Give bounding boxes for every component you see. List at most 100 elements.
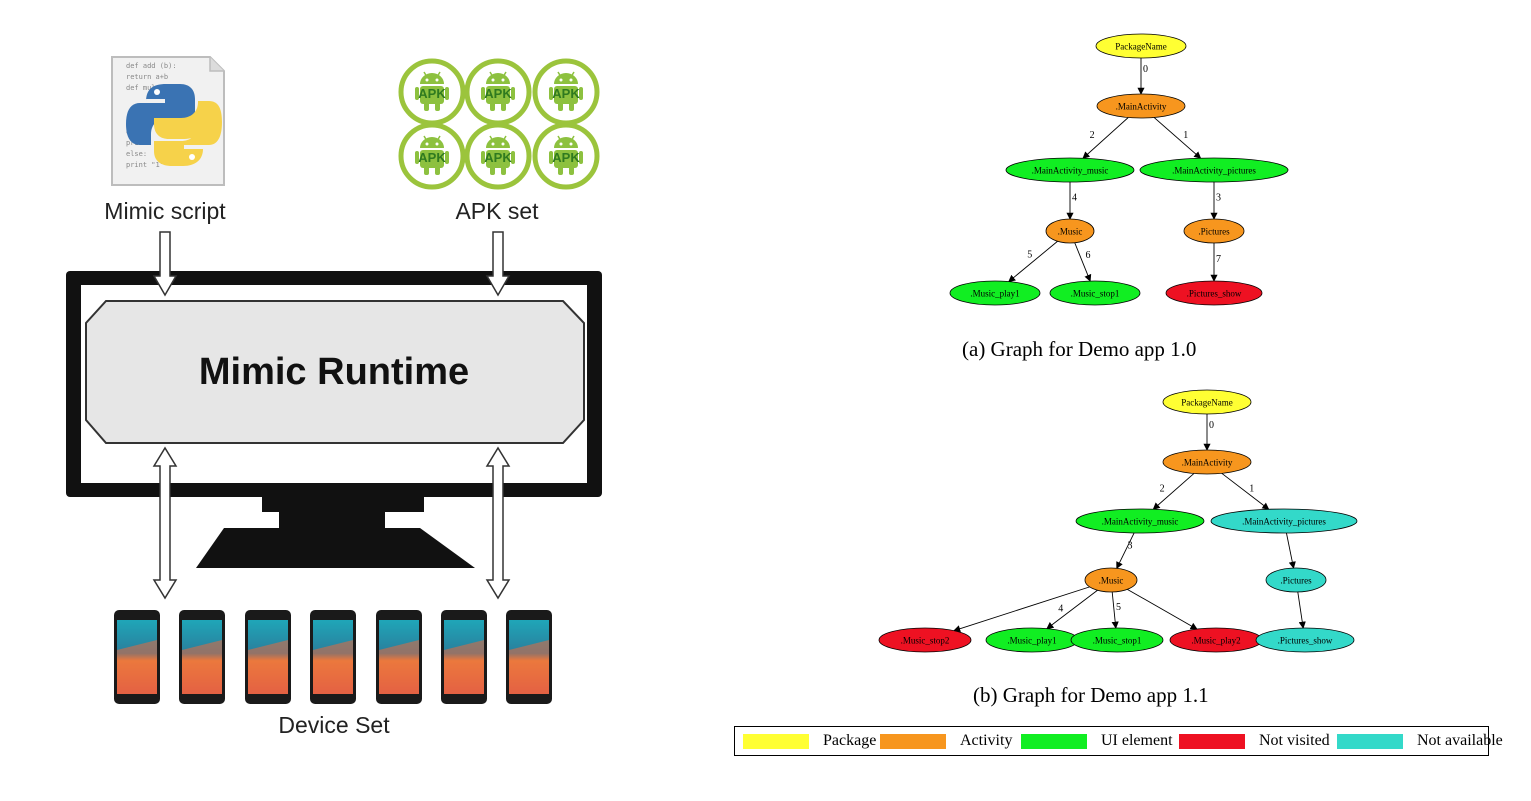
legend-label-not-available: Not available: [1417, 732, 1503, 749]
graph-node-label: .Music_stop2: [901, 636, 950, 646]
mimic-runtime-box: [85, 300, 585, 444]
phone-icon: [245, 610, 291, 704]
graph-node-label: .Music_stop1: [1071, 289, 1120, 299]
phone-icon: [506, 610, 552, 704]
apk-icon: APK: [532, 122, 600, 190]
graph-node-pkg: [1162, 389, 1252, 415]
script-code-line: return a+b: [126, 73, 168, 81]
legend-item-not-available: Not available: [1337, 732, 1503, 750]
script-code-line: def add (b):: [126, 62, 177, 70]
legend-swatch-ui-element: [1021, 733, 1087, 749]
apk-badge-label: APK: [552, 86, 580, 101]
graph-node-stop1: [1049, 280, 1141, 306]
graph-node-stop1: [1070, 627, 1164, 653]
legend-label-activity: Activity: [960, 732, 1013, 749]
legend-item-activity: Activity: [880, 732, 1012, 750]
graph-edge: [1297, 591, 1306, 629]
graph-edge-label: 4: [1058, 603, 1063, 614]
phone-icon: [114, 610, 160, 704]
legend-swatch-not-available: [1337, 733, 1403, 749]
graph-node-label: .MainActivity: [1182, 458, 1233, 468]
device-set-icons: [114, 610, 552, 704]
graph-node-label: .MainActivity_pictures: [1172, 166, 1256, 176]
caption-graph-b: (b) Graph for Demo app 1.1: [973, 683, 1209, 707]
graph-node-show: [1255, 627, 1355, 653]
graph-node-pics-el: [1139, 157, 1289, 183]
graph-edge: [1008, 240, 1058, 283]
graph-node-label: .MainActivity_music: [1032, 166, 1109, 176]
apk-badge-label: APK: [484, 150, 512, 165]
graph-node-main: [1162, 449, 1252, 475]
graph-node-label: .Pictures: [1280, 576, 1312, 586]
graph-node-show: [1165, 280, 1263, 306]
graph-edge: [1127, 588, 1198, 630]
graph-node-label: .Pictures: [1198, 227, 1230, 237]
graph-edge-label: 1: [1183, 130, 1188, 141]
graph-edge: [1153, 117, 1202, 159]
legend-swatch-activity: [880, 733, 946, 749]
graph-legend: Package Activity UI element Not visited …: [734, 726, 1503, 756]
graph-edge: [1046, 589, 1098, 630]
phone-icon: [376, 610, 422, 704]
graph-node-label: .Music_play2: [1191, 636, 1240, 646]
graph-node-label: .Pictures_show: [1278, 636, 1333, 646]
graph-edge-label: 0: [1209, 420, 1214, 431]
graph-node-label: PackageName: [1181, 398, 1232, 408]
graph-node-pkg: [1095, 33, 1187, 59]
graph-node-label: .Music: [1099, 576, 1124, 586]
graph-node-music-el: [1075, 508, 1205, 534]
apk-set-label: APK set: [455, 198, 539, 224]
apk-icon: APK: [532, 58, 600, 126]
graph-node-label: .MainActivity_music: [1102, 517, 1179, 527]
phone-icon: [441, 610, 487, 704]
graph-edge-label: 5: [1116, 602, 1121, 613]
graph-node-music: [1045, 218, 1095, 244]
graph-edge: [1152, 473, 1195, 510]
script-input-arrow: [152, 231, 178, 297]
graph-edge-label: 2: [1090, 130, 1095, 141]
script-code-line: print "1": [126, 161, 164, 169]
graph-edge: [1116, 532, 1135, 570]
mimic-runtime-label: Mimic Runtime: [199, 351, 469, 393]
graph-edge: [1074, 242, 1092, 282]
graph-node-pics-el: [1210, 508, 1358, 534]
graph-edge: [1221, 472, 1270, 510]
python-logo-blue: [126, 84, 195, 145]
legend-item-not-visited: Not visited: [1179, 732, 1330, 750]
script-code-line: def mul: [126, 84, 156, 92]
apk-badge-label: APK: [552, 150, 580, 165]
legend-label-not-visited: Not visited: [1259, 732, 1330, 749]
legend-swatch-not-visited: [1179, 733, 1245, 749]
graph-node-label: .Music: [1058, 227, 1083, 237]
graph-edge-label: 0: [1143, 64, 1148, 75]
graph-edge-label: 3: [1127, 541, 1132, 552]
graph-node-stop2: [878, 627, 972, 653]
apk-icon: APK: [398, 122, 466, 190]
graph-node-music-el: [1005, 157, 1135, 183]
legend-swatch-package: [743, 733, 809, 749]
apk-icon: APK: [464, 122, 532, 190]
phone-icon: [179, 610, 225, 704]
graph-edge-label: 4: [1072, 193, 1077, 204]
caption-graph-a: (a) Graph for Demo app 1.0: [962, 337, 1197, 361]
graph-node-label: .Music_play1: [970, 289, 1019, 299]
graph-node-main: [1096, 93, 1186, 119]
python-logo-yellow: [154, 101, 222, 166]
legend-label-package: Package: [823, 732, 877, 749]
graph-node-label: .MainActivity_pictures: [1242, 517, 1326, 527]
graph-node-label: .Pictures_show: [1187, 289, 1242, 299]
graph-edge: [953, 586, 1090, 633]
graph-node-pics: [1183, 218, 1245, 244]
graph-edge-label: 3: [1216, 193, 1221, 204]
graph-node-pics: [1265, 567, 1327, 593]
graph-edge-label: 7: [1216, 254, 1221, 265]
graph-node-label: PackageName: [1115, 42, 1166, 52]
script-code-line: else:: [126, 150, 147, 158]
graph-node-label: .Music_stop1: [1093, 636, 1142, 646]
apk-badge-label: APK: [418, 150, 446, 165]
